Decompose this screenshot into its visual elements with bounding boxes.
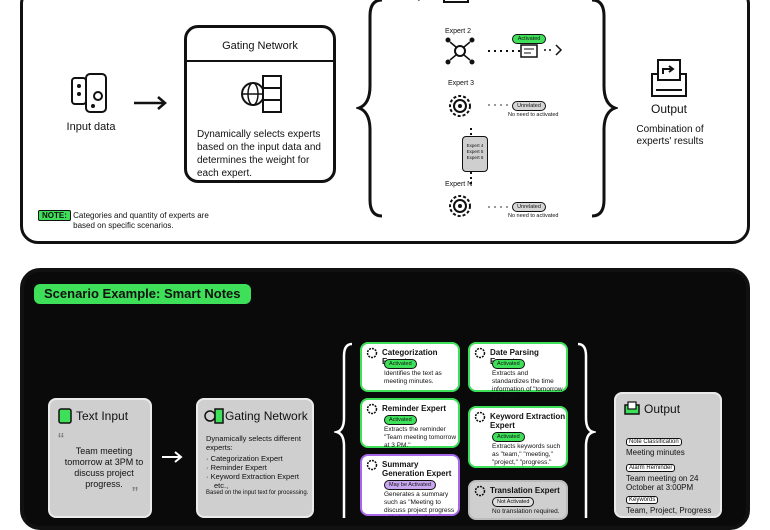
expert-card: Date Parsing Expert Activated Extracts a… — [468, 342, 568, 401]
gear-icon — [366, 459, 378, 471]
output-row-value: Meeting minutes — [626, 448, 685, 457]
gating-card: Gating Network Dynamically selects diffe… — [196, 398, 314, 518]
expert-title: Summary Generation Expert — [382, 460, 452, 478]
text-input-card: Text Input “ Team meeting tomorrow at 3P… — [48, 398, 152, 518]
left-brace — [356, 0, 383, 218]
expert-text: Extracts keywords such as "team," "meeti… — [492, 443, 561, 466]
expert-card: Summary Generation Expert May be Activat… — [360, 454, 460, 522]
scenario-title: Scenario Example: Smart Notes — [34, 284, 251, 304]
note: NOTE: Categories and quantity of experts… — [38, 210, 213, 231]
text-input-title: Text Input — [76, 409, 129, 423]
expert-2-label: Expert 2 — [445, 28, 472, 35]
gear-icon — [449, 195, 471, 217]
divider — [187, 60, 333, 62]
globe-server-icon — [204, 408, 224, 424]
expert-card: Translation Expert Not Activated No tran… — [468, 480, 568, 520]
status-badge: Not Activated — [492, 497, 535, 507]
gating-network-box: Gating Network Dynamically selects exper… — [184, 25, 336, 183]
gating-card-footer: Based on the input text for processing. — [206, 490, 309, 496]
status-note: No need to activated — [508, 112, 559, 118]
gating-network-title: Gating Network — [222, 40, 298, 52]
phone-icon — [58, 408, 72, 424]
dotted-connector — [488, 104, 510, 106]
dotted-connector — [488, 206, 510, 208]
gear-icon — [366, 347, 378, 359]
expert-1-connector — [418, 0, 469, 3]
expert-text: Extracts and standardizes the time infor… — [492, 370, 563, 401]
input-data-label: Input data — [66, 121, 116, 133]
list-item: etc., — [214, 481, 229, 490]
dotted-arrow-icon — [544, 44, 563, 56]
phone-icon — [71, 73, 107, 113]
output-row-value: Team meeting on 24 October at 3:00PM — [626, 474, 699, 492]
output-row-label: Keywords — [626, 496, 659, 504]
expert-n-label: Expert N — [445, 181, 473, 188]
gating-network-description: Dynamically selects experts based on the… — [197, 129, 321, 179]
status-badge: May be Activated — [384, 480, 436, 490]
expert-stack: Expert 4 Expert 5 Expert 6 — [462, 136, 488, 172]
gear-icon — [474, 347, 486, 359]
dotted-vertical-connector — [470, 172, 472, 184]
status-badge: Unrelated — [512, 202, 546, 212]
status-badge: Activated — [512, 34, 546, 44]
network-node-icon — [445, 37, 475, 65]
expert-text: No translation required. — [492, 508, 560, 515]
arrow-right-icon — [134, 96, 167, 110]
expert-text: Extracts the reminder "Team meeting tomo… — [384, 426, 457, 449]
gear-icon — [474, 485, 486, 497]
expert-text: Generates a summary such as "Meeting to … — [384, 491, 455, 522]
status-badge: Activated — [492, 359, 525, 369]
output-row: Alarm Reminder Team meeting on 24 Octobe… — [626, 456, 720, 492]
output-row-label: Note Classification — [626, 438, 682, 446]
output-description: Combination of experts' results — [636, 124, 704, 147]
output-box-icon — [624, 401, 640, 415]
expert-title: Keyword Extraction Expert — [490, 412, 566, 430]
gear-icon — [449, 95, 471, 117]
document-icon — [520, 44, 538, 58]
note-text: Categories and quantity of experts are b… — [73, 211, 209, 230]
status-note: No need to activated — [508, 213, 559, 219]
gating-card-title: Gating Network — [225, 409, 308, 423]
expert-card: Keyword Extraction Expert Activated Extr… — [468, 406, 568, 468]
list-item: · Reminder Expert — [206, 463, 267, 472]
status-badge: Activated — [384, 359, 417, 369]
output-card: Output Note Classification Meeting minut… — [614, 392, 722, 518]
left-brace — [334, 342, 353, 518]
expert-title: Reminder Expert — [382, 404, 447, 413]
output-box-icon — [651, 59, 687, 97]
expert-text: Identifies the text as meeting minutes. — [384, 370, 442, 385]
status-badge: Activated — [384, 415, 417, 425]
note-tag: NOTE: — [38, 210, 71, 221]
text-input-body: Team meeting tomorrow at 3PM to discuss … — [64, 446, 144, 489]
list-item: · Categorization Expert — [206, 454, 283, 463]
output-title: Output — [650, 102, 688, 116]
output-row: Note Classification Meeting minutes — [626, 430, 720, 457]
gear-icon — [474, 411, 486, 423]
gear-icon — [366, 403, 378, 415]
open-quote-icon: “ — [58, 430, 64, 450]
list-item: · Keyword Extraction Expert — [206, 472, 299, 481]
status-badge: Activated — [492, 432, 525, 442]
status-badge: Unrelated — [512, 101, 546, 111]
expert-card: Categorization Expert Activated Identifi… — [360, 342, 460, 392]
right-brace — [591, 0, 618, 218]
dotted-connector — [488, 50, 520, 52]
gating-card-intro: Dynamically selects different experts: — [206, 434, 301, 452]
expert-title: Translation Expert — [490, 486, 560, 495]
gating-card-list: · Categorization Expert · Reminder Exper… — [206, 454, 310, 490]
stack-line: Expert 5 — [466, 149, 484, 154]
globe-server-icon — [241, 75, 282, 113]
close-quote-icon: ” — [132, 484, 138, 504]
arrow-right-icon — [162, 451, 183, 463]
output-row: Keywords Team, Project, Progress — [626, 488, 720, 515]
stack-line: Expert 6 — [466, 155, 484, 160]
output-row-value: Team, Project, Progress — [626, 506, 712, 515]
output-row-label: Alarm Reminder — [626, 464, 676, 472]
expert-card: Reminder Expert Activated Extracts the r… — [360, 398, 460, 449]
right-brace — [577, 342, 596, 518]
output-card-title: Output — [644, 402, 681, 416]
expert-3-label: Expert 3 — [448, 80, 475, 87]
top-panel — [20, 0, 750, 244]
stack-line: Expert 4 — [466, 143, 484, 148]
